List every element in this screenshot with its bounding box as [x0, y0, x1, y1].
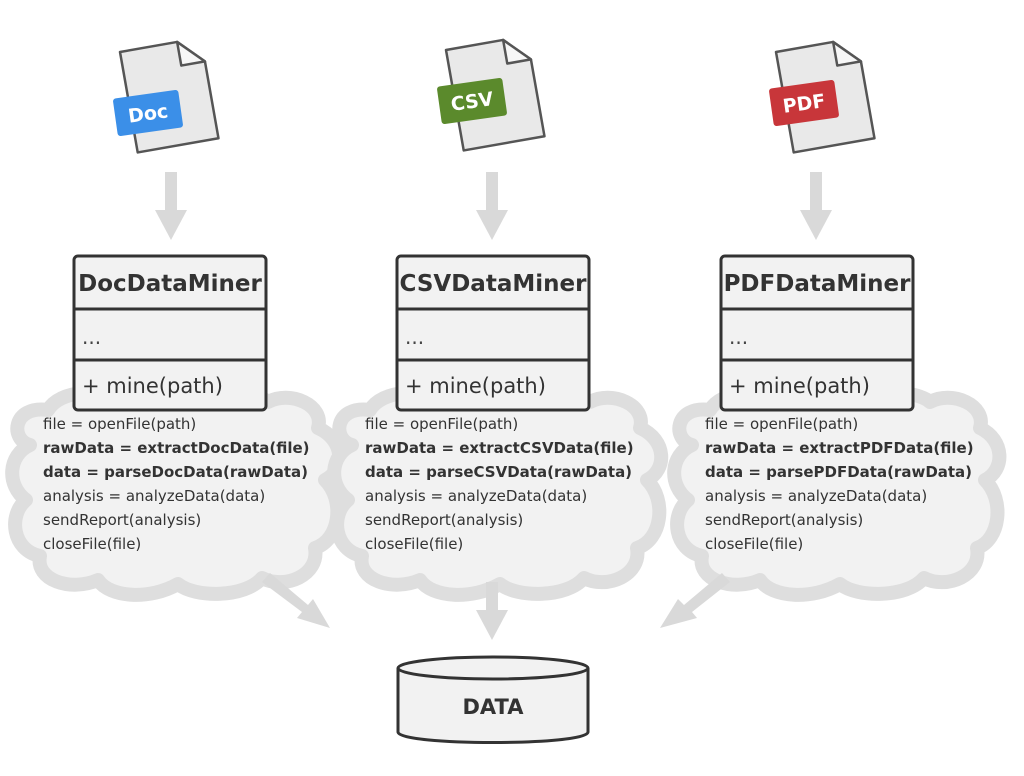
- doc-badge-background: [113, 89, 183, 137]
- doc-code-line-3: data = parseDocData(rawData): [43, 463, 308, 481]
- database-top: [396, 655, 590, 681]
- doc-class-box[interactable]: DocDataMiner ... + mine(path): [72, 254, 268, 412]
- pdf-class-method: + mine(path): [729, 374, 870, 398]
- csv-class-method: + mine(path): [405, 374, 546, 398]
- csv-code-line-5: sendReport(analysis): [365, 511, 523, 529]
- doc-code-line-4: analysis = analyzeData(data): [43, 487, 265, 505]
- csv-code-line-2: rawData = extractCSVData(file): [365, 439, 634, 457]
- pdf-badge-background: [769, 79, 839, 127]
- doc-code-line-1: file = openFile(path): [43, 415, 196, 433]
- doc-code-line-5: sendReport(analysis): [43, 511, 201, 529]
- csv-class-box[interactable]: CSVDataMiner ... + mine(path): [395, 254, 591, 412]
- pdf-class-name: PDFDataMiner: [724, 271, 912, 297]
- doc-code-note: file = openFile(path) rawData = extractD…: [5, 382, 347, 602]
- pdf-code-line-5: sendReport(analysis): [705, 511, 863, 529]
- column-doc: Doc file = openFile(path) rawData = extr…: [5, 40, 347, 628]
- database-cylinder: [396, 668, 590, 744]
- csv-class-name: CSVDataMiner: [400, 271, 588, 297]
- pdf-code-note: file = openFile(path) rawData = extractP…: [667, 382, 1007, 602]
- pdf-badge: PDF: [769, 79, 839, 127]
- doc-class-name: DocDataMiner: [78, 271, 262, 297]
- column-pdf: PDF file = openFile(path) rawData = extr…: [660, 40, 1007, 628]
- doc-class-attributes: ...: [82, 325, 101, 349]
- doc-class-method: + mine(path): [82, 374, 223, 398]
- pdf-code-line-3: data = parsePDFData(rawData): [705, 463, 972, 481]
- csv-class-attributes: ...: [405, 325, 424, 349]
- database-label: DATA: [462, 695, 524, 719]
- csv-to-data-arrow: [476, 582, 508, 640]
- csv-code-line-3: data = parseCSVData(rawData): [365, 463, 632, 481]
- csv-down-arrow: [476, 172, 508, 240]
- doc-code-line-2: rawData = extractDocData(file): [43, 439, 310, 457]
- csv-code-note: file = openFile(path) rawData = extractC…: [327, 382, 669, 602]
- pdf-code-line-4: analysis = analyzeData(data): [705, 487, 927, 505]
- pdf-code-line-1: file = openFile(path): [705, 415, 858, 433]
- doc-to-data-arrow: [262, 573, 330, 628]
- pdf-down-arrow: [800, 172, 832, 240]
- doc-badge: Doc: [113, 89, 183, 137]
- csv-badge-background: [437, 77, 507, 125]
- doc-code-line-6: closeFile(file): [43, 535, 141, 553]
- csv-badge: CSV: [437, 77, 507, 125]
- data-database[interactable]: DATA: [396, 655, 590, 744]
- pdf-class-box[interactable]: PDFDataMiner ... + mine(path): [719, 254, 915, 412]
- pdf-class-attributes: ...: [729, 325, 748, 349]
- csv-code-line-6: closeFile(file): [365, 535, 463, 553]
- doc-down-arrow: [155, 172, 187, 240]
- pdf-code-line-2: rawData = extractPDFData(file): [705, 439, 974, 457]
- column-csv: CSV file = openFile(path) rawData = extr…: [327, 38, 669, 640]
- pdf-to-data-arrow: [660, 573, 730, 628]
- csv-code-line-1: file = openFile(path): [365, 415, 518, 433]
- csv-code-line-4: analysis = analyzeData(data): [365, 487, 587, 505]
- pdf-code-line-6: closeFile(file): [705, 535, 803, 553]
